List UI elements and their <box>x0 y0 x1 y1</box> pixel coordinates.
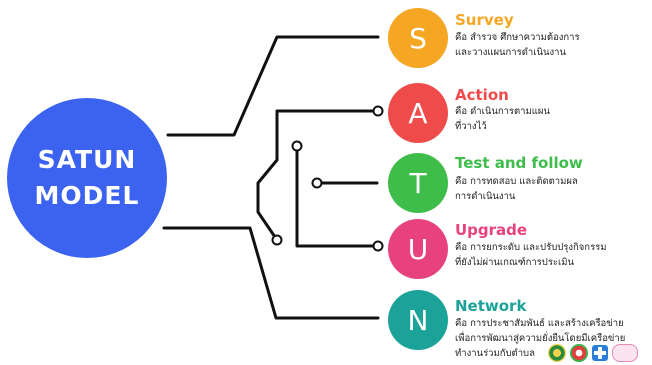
letter-circle-n: N <box>388 290 448 350</box>
item-desc-upgrade: คือ การยกระดับ และปรับปรุงกิจกรรม ที่ยัง… <box>455 240 607 270</box>
item-desc-survey: คือ สำรวจ ศึกษาความต้องการ และวางแผนการด… <box>455 30 580 60</box>
item-desc-line: คือ การทดสอบ และติดตามผล <box>455 176 578 187</box>
connector-a <box>256 109 380 242</box>
item-desc-line: การดำเนินงาน <box>455 191 516 202</box>
item-desc-line: คือ ดำเนินการตามแผน <box>455 106 550 117</box>
connector-node <box>271 234 283 246</box>
item-desc-line: เพื่อการพัฒนาสู่ความยั่งยืนโดยมีเครือข่า… <box>455 333 626 344</box>
letter-circle-u: U <box>388 219 448 279</box>
item-title-test-and-follow: Test and follow <box>455 154 583 172</box>
item-desc-line: คือ การประชาสัมพันธ์ และสร้างเครือข่าย <box>455 318 624 329</box>
item-desc-line: ทำงานร่วมกับตำบล <box>455 348 535 359</box>
medical-cross-icon <box>592 345 608 361</box>
item-desc-line: คือ สำรวจ ศึกษาความต้องการ <box>455 32 580 43</box>
connector-u <box>295 144 380 248</box>
letter-circle-s: S <box>388 8 448 68</box>
hub-title-line2: MODEL <box>34 181 140 210</box>
item-desc-test-and-follow: คือ การทดสอบ และติดตามผล การดำเนินงาน <box>455 174 578 204</box>
connector-n <box>162 226 380 320</box>
badge-icon <box>612 344 638 362</box>
item-desc-line: และวางแผนการดำเนินงาน <box>455 47 566 58</box>
letter-circle-a: A <box>388 83 448 143</box>
item-desc-action: คือ ดำเนินการตามแผน ที่วางไว้ <box>455 104 550 134</box>
item-title-network: Network <box>455 297 527 315</box>
item-desc-line: ที่ยังไม่ผ่านเกณฑ์การประเมิน <box>455 257 575 268</box>
item-desc-line: คือ การยกระดับ และปรับปรุงกิจกรรม <box>455 242 607 253</box>
item-title-survey: Survey <box>455 11 514 29</box>
connector-node <box>372 240 384 252</box>
item-title-action: Action <box>455 86 509 104</box>
connector-s <box>166 35 380 137</box>
hub-title-line1: SATUN <box>37 145 137 174</box>
satun-model-hub: SATUN MODEL <box>7 98 167 258</box>
letter-circle-t: T <box>388 153 448 213</box>
item-desc-line: ที่วางไว้ <box>455 121 487 132</box>
partner-logos <box>548 343 638 363</box>
connector-node <box>291 140 303 152</box>
connector-node <box>372 105 384 117</box>
item-title-upgrade: Upgrade <box>455 221 528 239</box>
item-desc-network: คือ การประชาสัมพันธ์ และสร้างเครือข่าย เ… <box>455 316 625 361</box>
emblem-icon <box>548 344 566 362</box>
seal-icon <box>570 344 588 362</box>
connector-node <box>311 177 323 189</box>
